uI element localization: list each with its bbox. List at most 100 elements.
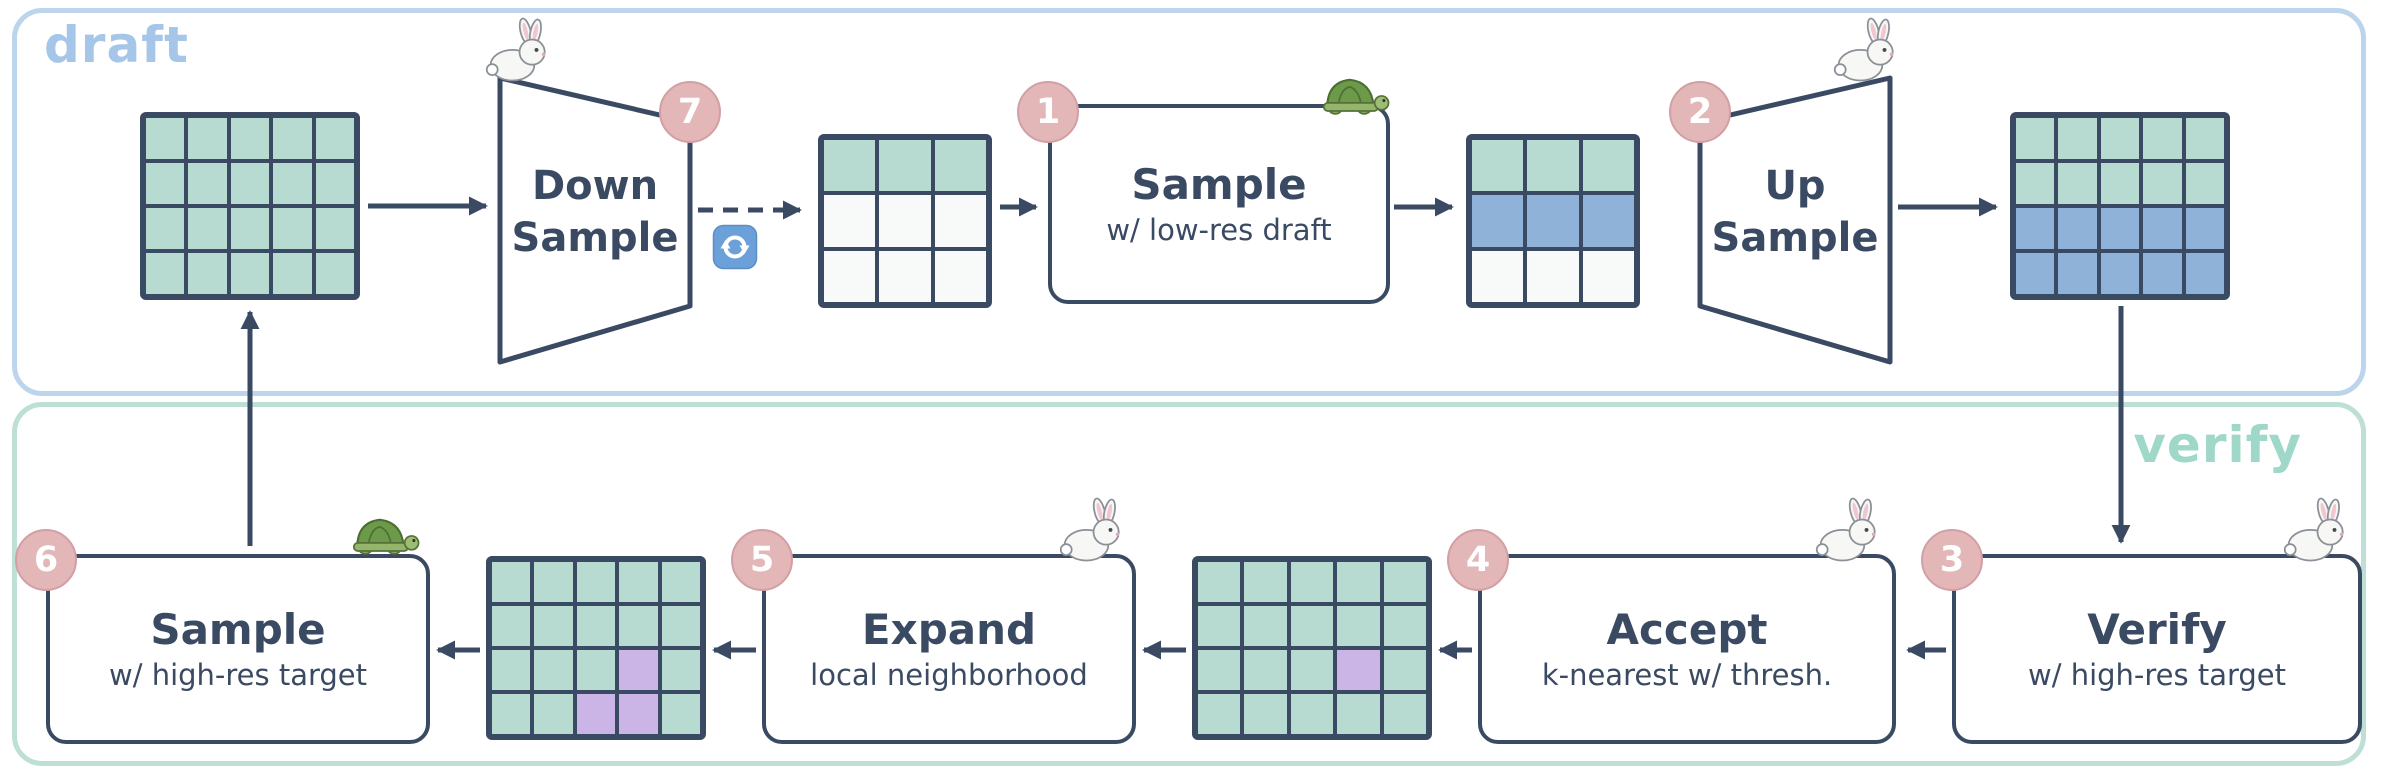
upsample-label-line1: Up <box>1764 163 1826 209</box>
sample-lowres-subtitle: w/ low-res draft <box>1106 212 1332 247</box>
turtle-icon <box>348 492 422 566</box>
step-circle-4: 4 <box>1447 529 1509 591</box>
grid-cell <box>934 140 986 192</box>
sample-lowres-title: Sample <box>1131 159 1307 209</box>
grid-cell <box>273 163 312 204</box>
grid-cell <box>2058 253 2097 294</box>
grid-cell <box>1527 250 1579 302</box>
sample-highres-subtitle: w/ high-res target <box>108 657 368 692</box>
grid-cell <box>188 208 227 249</box>
downsample-label-line1: Down <box>531 163 659 209</box>
grid-cell <box>2100 208 2140 249</box>
rabbit-icon <box>1058 496 1128 566</box>
upsample-label: Up Sample <box>1700 160 1890 264</box>
grid-cell <box>1198 562 1241 602</box>
grid-cell <box>1198 694 1241 734</box>
grid-cell <box>661 606 700 646</box>
grid-cell <box>273 253 312 294</box>
sample-highres-title: Sample <box>150 604 326 654</box>
grid-cell <box>619 562 658 602</box>
grid-cell <box>824 250 876 302</box>
grid-cell <box>273 118 312 159</box>
step-circle-3: 3 <box>1921 529 1983 591</box>
grid-cell <box>273 208 312 249</box>
verify-title: Verify <box>2087 604 2227 654</box>
grid-cell <box>188 118 227 159</box>
step-circle-7: 7 <box>659 81 721 143</box>
grid-cell <box>1582 195 1634 247</box>
grid-cell <box>1290 562 1334 602</box>
grid-cell <box>1472 195 1524 247</box>
expand-title: Expand <box>861 604 1037 654</box>
grid-accepted <box>1192 556 1432 740</box>
grid-cell <box>2016 253 2055 294</box>
grid-cell <box>619 606 658 646</box>
grid-cell <box>879 250 931 302</box>
grid-cell <box>576 650 616 690</box>
grid-cell <box>534 694 573 734</box>
grid-cell <box>1337 606 1380 646</box>
grid-cell <box>315 118 354 159</box>
verify-subtitle: w/ high-res target <box>2027 657 2287 692</box>
rabbit-icon <box>484 16 554 86</box>
grid-cell <box>2016 118 2055 159</box>
grid-cell <box>1337 650 1380 690</box>
grid-cell <box>1383 562 1426 602</box>
grid-cell <box>576 562 616 602</box>
grid-cell <box>230 118 270 159</box>
grid-cell <box>1527 195 1579 247</box>
grid-cell <box>2143 118 2182 159</box>
grid-cell <box>188 163 227 204</box>
step-circle-5: 5 <box>731 529 793 591</box>
grid-cell <box>315 253 354 294</box>
grid-cell <box>2100 253 2140 294</box>
grid-cell <box>146 208 185 249</box>
grid-cell <box>1472 140 1524 192</box>
grid-cell <box>824 195 876 247</box>
grid-cell <box>146 163 185 204</box>
grid-cell <box>619 694 658 734</box>
grid-cell <box>2058 163 2097 204</box>
grid-cell <box>534 562 573 602</box>
grid-cell <box>2016 208 2055 249</box>
grid-cell <box>1290 694 1334 734</box>
sample-highres-box: Sample w/ high-res target <box>46 554 430 744</box>
grid-cell <box>2058 118 2097 159</box>
grid-cell <box>1244 694 1287 734</box>
grid-cell <box>1582 140 1634 192</box>
grid-cell <box>188 253 227 294</box>
turtle-icon <box>1318 52 1392 126</box>
grid-cell <box>2143 253 2182 294</box>
verify-box: Verify w/ high-res target <box>1952 554 2362 744</box>
grid-cell <box>534 650 573 690</box>
grid-cell <box>492 562 531 602</box>
grid-cell <box>315 208 354 249</box>
draft-panel-label: draft <box>44 16 189 74</box>
expand-subtitle: local neighborhood <box>810 657 1088 692</box>
rabbit-icon <box>1814 496 1884 566</box>
grid-cell <box>2100 118 2140 159</box>
verify-panel-label: verify <box>2133 416 2302 474</box>
grid-cell <box>2143 163 2182 204</box>
accept-box: Accept k-nearest w/ thresh. <box>1478 554 1896 744</box>
grid-draft-input <box>140 112 360 300</box>
grid-cell <box>661 650 700 690</box>
step-circle-6: 6 <box>15 529 77 591</box>
grid-cell <box>2100 163 2140 204</box>
grid-cell <box>1244 650 1287 690</box>
grid-cell <box>879 140 931 192</box>
grid-cell <box>661 562 700 602</box>
grid-cell <box>1198 650 1241 690</box>
grid-cell <box>661 694 700 734</box>
grid-cell <box>2058 208 2097 249</box>
grid-cell <box>1383 606 1426 646</box>
grid-cell <box>879 195 931 247</box>
grid-cell <box>934 195 986 247</box>
grid-cell <box>2185 163 2224 204</box>
grid-cell <box>146 253 185 294</box>
grid-cell <box>619 650 658 690</box>
grid-cell <box>2185 253 2224 294</box>
grid-cell <box>2185 118 2224 159</box>
grid-cell <box>824 140 876 192</box>
